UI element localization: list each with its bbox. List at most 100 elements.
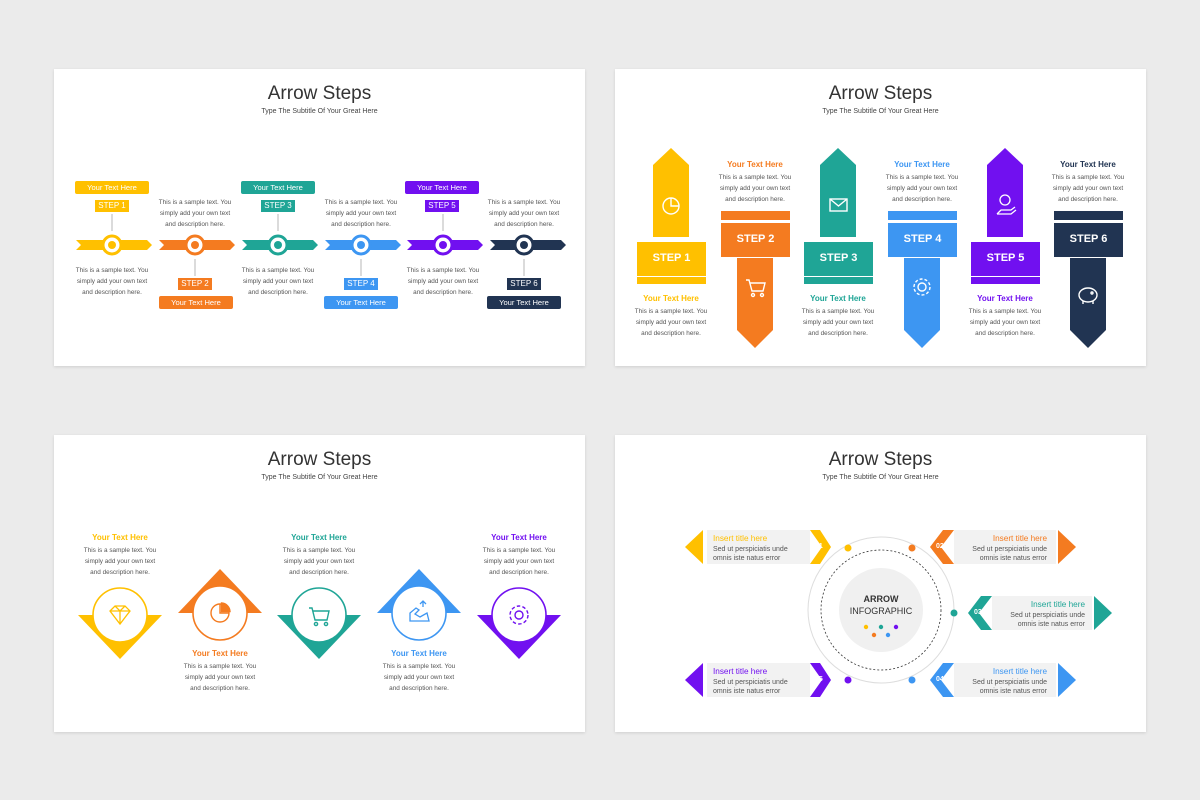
step-4-text-tag: Your Text Here [324, 296, 398, 309]
pie-chart-icon [662, 197, 680, 215]
slide-title: Arrow Steps [828, 449, 933, 470]
item-02-number: 02 [936, 543, 944, 550]
center-title-line2: INFOGRAPHIC [849, 606, 913, 616]
step-1-ring [101, 234, 123, 256]
item-4-heading: Your Text Here [391, 649, 447, 658]
step-4-label: STEP 4 [903, 233, 942, 245]
step-5-heading: Your Text Here [977, 294, 1033, 303]
slide-title: Arrow Steps [828, 83, 933, 104]
step-2-down-arrow [737, 258, 773, 348]
slide-3[interactable]: Arrow Steps Type The Subtitle Of Your Gr… [54, 435, 585, 732]
arrow-columns-diagram [637, 148, 1123, 348]
item-1-heading: Your Text Here [92, 533, 148, 542]
step-3-heading: Your Text Here [810, 294, 866, 303]
slide-subtitle: Type The Subtitle Of Your Great Here [822, 108, 939, 115]
step-5-up-arrow [987, 148, 1023, 237]
step-2-ring [184, 234, 206, 256]
step-5-ring [432, 234, 454, 256]
step-6-label: STEP 6 [1069, 233, 1108, 245]
step-2-heading: Your Text Here [727, 160, 783, 169]
arrow-steps-diagram [76, 214, 566, 276]
pie-chart-icon [210, 602, 231, 623]
envelope-icon [829, 198, 848, 212]
strength-icon [409, 600, 430, 622]
diamond-icon [109, 605, 131, 626]
step-3-up-arrow [820, 148, 856, 237]
cart-icon [309, 607, 330, 627]
diamond-steps-diagram [78, 569, 561, 659]
slide-subtitle: Type The Subtitle Of Your Great Here [822, 474, 939, 481]
slide-subtitle: Type The Subtitle Of Your Great Here [261, 108, 378, 115]
slide-title: Arrow Steps [267, 449, 372, 470]
step-4-down-arrow [904, 258, 940, 348]
step-4-ring [350, 234, 372, 256]
item-01-title: Insert title here [713, 534, 768, 543]
step-1-label: STEP 1 [652, 252, 691, 264]
arrow-infographic-diagram [685, 530, 1112, 697]
step-4-heading: Your Text Here [894, 160, 950, 169]
item-04-title: Insert title here [992, 667, 1047, 676]
step-3-label: STEP 3 [819, 252, 858, 264]
step-3-label: STEP 3 [261, 200, 295, 212]
step-6-text-tag: Your Text Here [487, 296, 561, 309]
item-01-number: 01 [815, 543, 823, 550]
item-04-number: 04 [936, 676, 944, 683]
gear-icon [509, 605, 529, 625]
slide-2[interactable]: Arrow Steps Type The Subtitle Of Your Gr… [615, 69, 1146, 366]
step-1-text-tag: Your Text Here [75, 181, 149, 194]
item-3-heading: Your Text Here [291, 533, 347, 542]
step-5-label: STEP 5 [425, 200, 459, 212]
step-6-ring [513, 234, 535, 256]
gear-icon [913, 278, 931, 296]
money-hand-icon [996, 194, 1017, 215]
step-1-up-arrow [653, 148, 689, 237]
step-4-label: STEP 4 [344, 278, 378, 290]
cart-icon [746, 279, 766, 298]
item-05-title: Insert title here [713, 667, 768, 676]
item-05-number: 05 [815, 676, 823, 683]
step-3-text-tag: Your Text Here [241, 181, 315, 194]
slide-1[interactable]: Arrow Steps Type The Subtitle Of Your Gr… [54, 69, 585, 366]
piggy-bank-icon [1078, 287, 1098, 304]
step-1-label: STEP 1 [95, 200, 129, 212]
step-6-label: STEP 6 [507, 278, 541, 290]
step-2-label: STEP 2 [178, 278, 212, 290]
item-2-heading: Your Text Here [192, 649, 248, 658]
step-1-heading: Your Text Here [643, 294, 699, 303]
item-02-title: Insert title here [992, 534, 1047, 543]
step-6-down-arrow [1070, 258, 1106, 348]
step-5-text-tag: Your Text Here [405, 181, 479, 194]
item-5-heading: Your Text Here [491, 533, 547, 542]
step-6-heading: Your Text Here [1060, 160, 1116, 169]
item-03-number: 03 [974, 609, 982, 616]
step-5-label: STEP 5 [986, 252, 1025, 264]
slide-title: Arrow Steps [267, 83, 372, 104]
step-3-ring [267, 234, 289, 256]
slide-subtitle: Type The Subtitle Of Your Great Here [261, 474, 378, 481]
step-2-label: STEP 2 [736, 233, 775, 245]
item-03-title: Insert title here [1030, 600, 1085, 609]
center-title-line1: ARROW [863, 594, 899, 604]
slide-4[interactable]: Arrow Steps Type The Subtitle Of Your Gr… [615, 435, 1146, 732]
step-2-text-tag: Your Text Here [159, 296, 233, 309]
